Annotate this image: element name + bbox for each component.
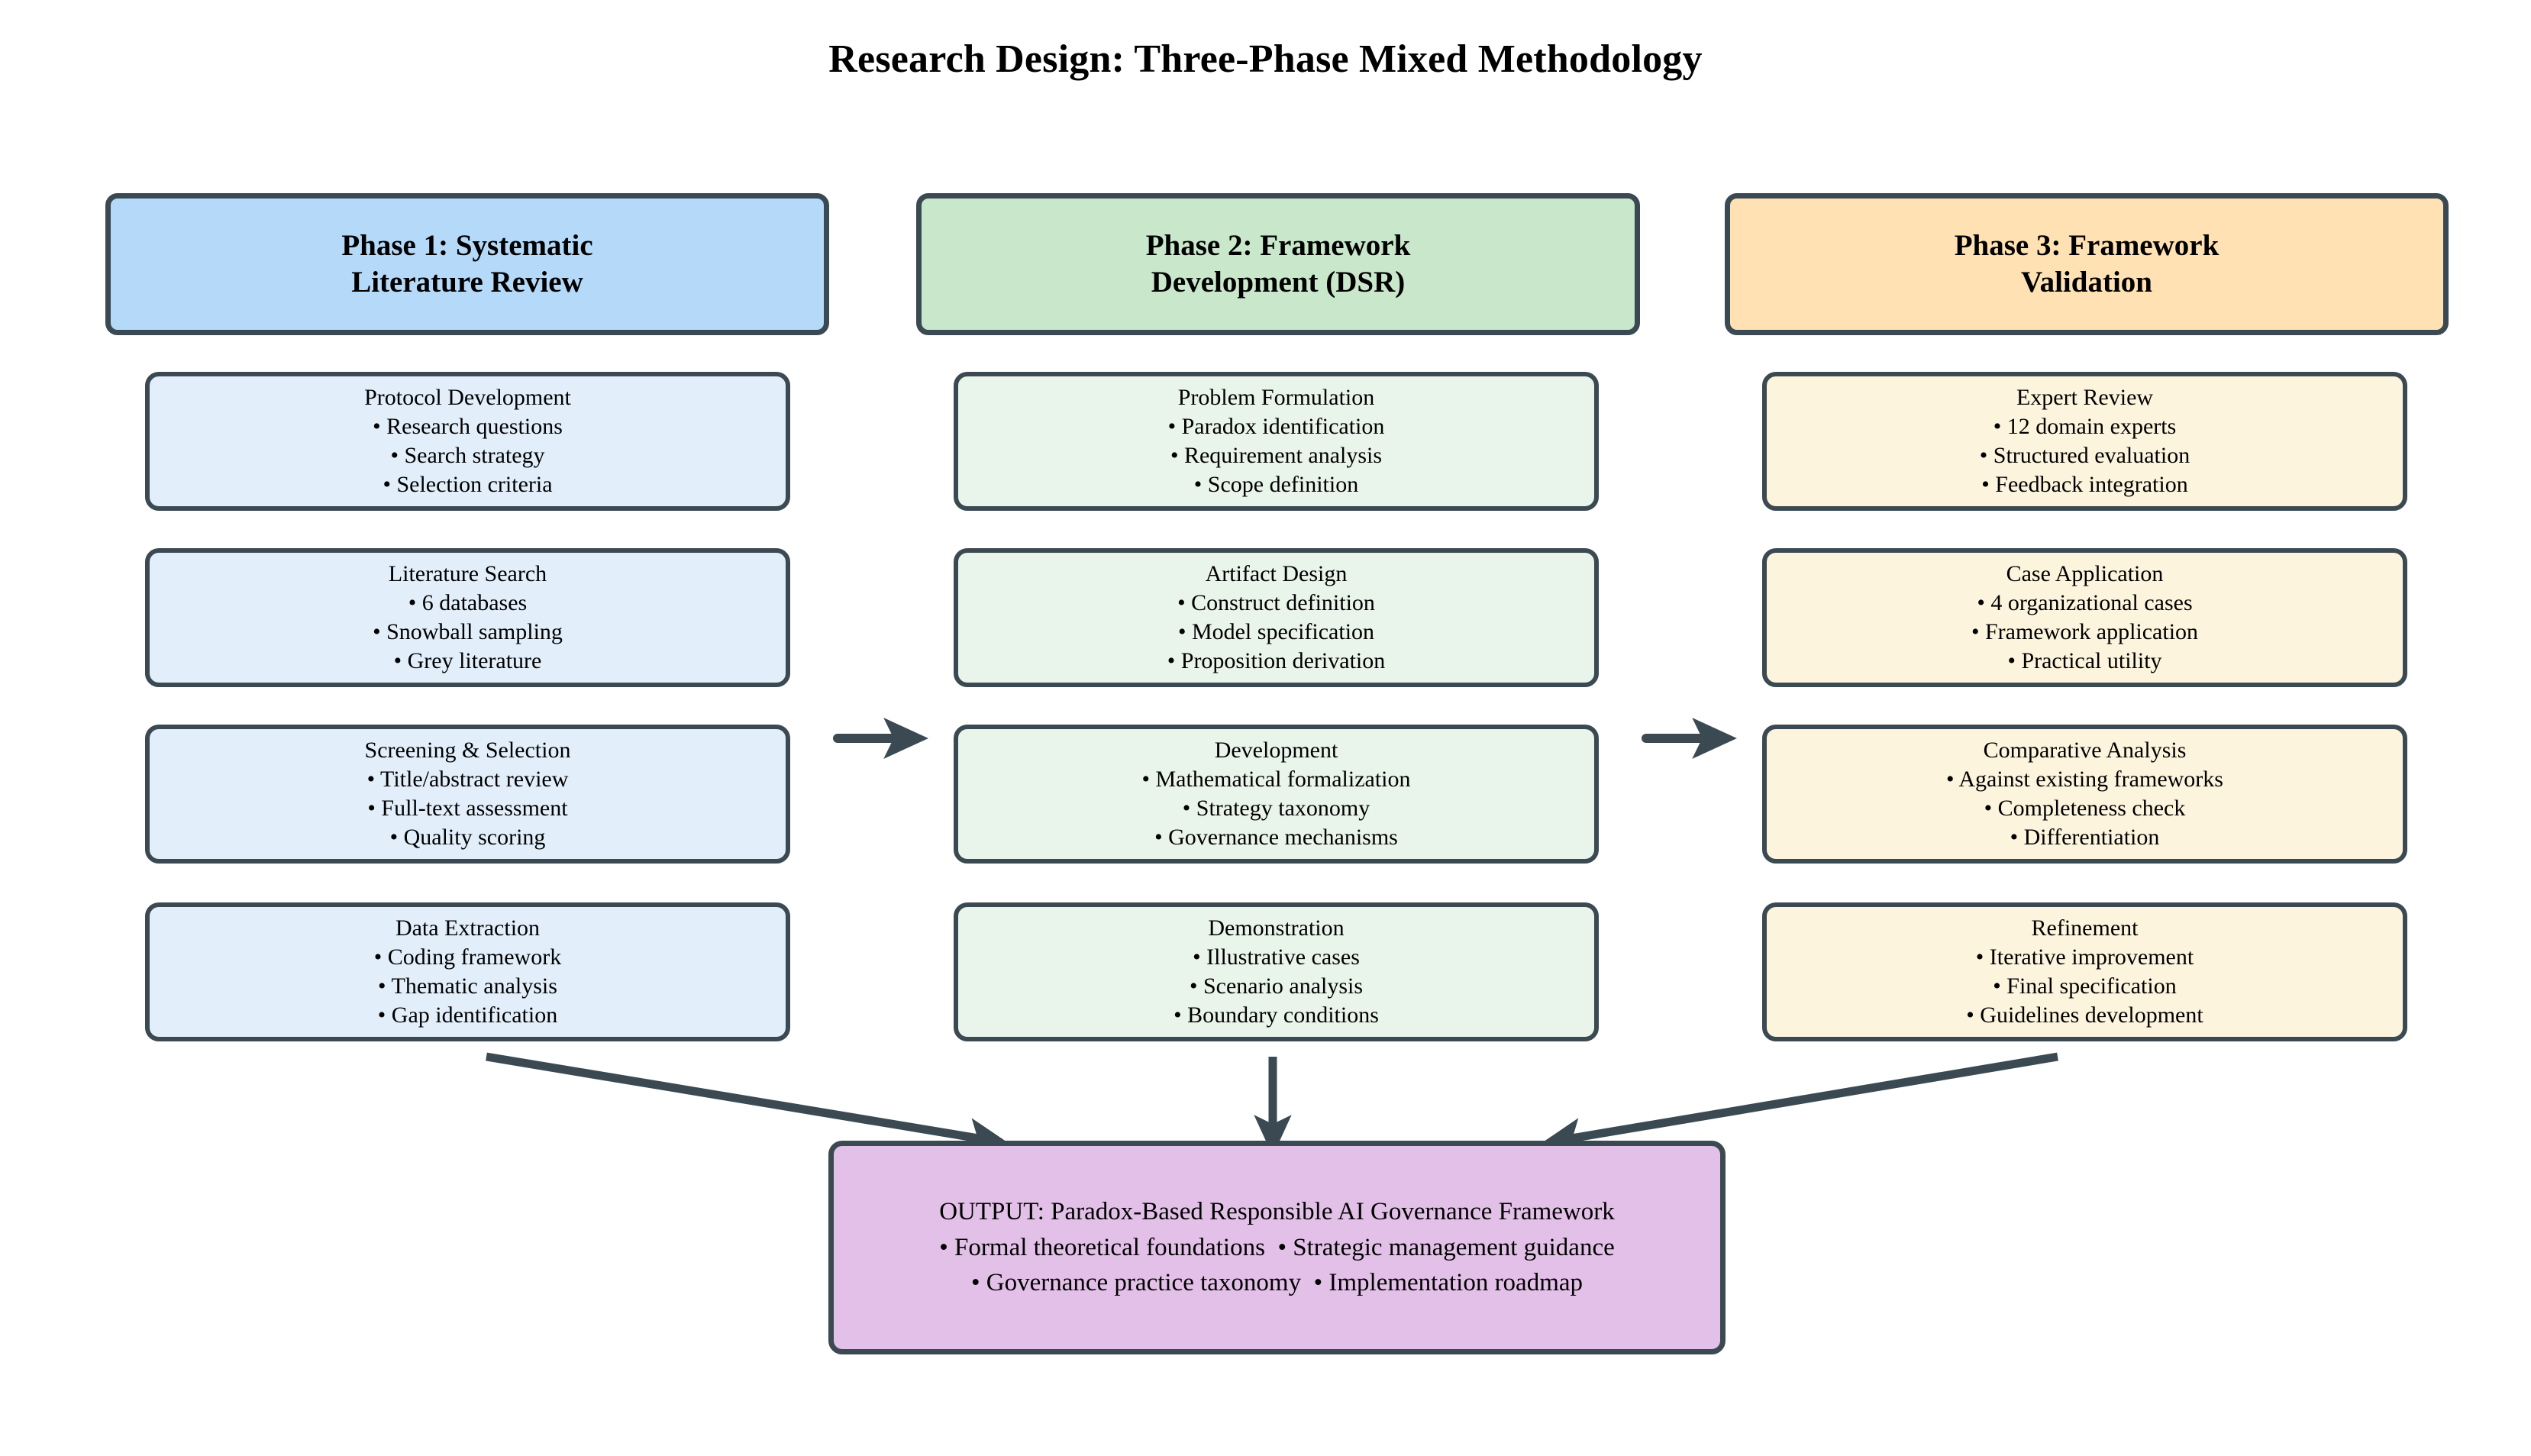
- stage-bullet: • Strategy taxonomy: [1182, 796, 1370, 821]
- stage-title: Data Extraction: [395, 915, 541, 941]
- stage-bullet: • Completeness check: [1984, 796, 2186, 821]
- stage-bullet: • Model specification: [1177, 619, 1375, 644]
- stage-title: Case Application: [2006, 561, 2164, 587]
- phase-header-2-line1: Phase 2: Framework: [1145, 229, 1411, 263]
- output-line-2: • Formal theoretical foundations • Strat…: [939, 1233, 1615, 1261]
- stage-bullet: • 6 databases: [408, 590, 528, 616]
- stage-bullet: • Grey literature: [393, 647, 542, 673]
- stage-title: Comparative Analysis: [1983, 738, 2187, 764]
- phase3-to-output-arrow: [1541, 1052, 2058, 1156]
- stage-bullet: • 12 domain experts: [1993, 414, 2177, 440]
- stage-bullet: • Boundary conditions: [1173, 1002, 1379, 1028]
- stage-bullet: • Feedback integration: [1981, 471, 2188, 497]
- stage-bullet: • Framework application: [1971, 619, 2199, 644]
- stage-box-development[interactable]: Development • Mathematical formalization…: [954, 725, 1599, 864]
- stage-title: Development: [1214, 738, 1338, 764]
- stage-bullet: • Quality scoring: [389, 824, 546, 850]
- stage-bullet: • Guidelines development: [1966, 1002, 2203, 1028]
- stage-title: Demonstration: [1208, 915, 1345, 941]
- stage-box-protocol-development[interactable]: Protocol Development • Research question…: [145, 372, 790, 511]
- stage-bullet: • Structured evaluation: [1979, 443, 2190, 468]
- stage-bullet: • Title/abstract review: [366, 767, 569, 793]
- phase-header-2[interactable]: Phase 2: Framework Development (DSR): [916, 193, 1640, 335]
- stage-title: Screening & Selection: [364, 738, 571, 764]
- stage-bullet: • Construct definition: [1177, 590, 1375, 616]
- stage-bullet: • Mathematical formalization: [1141, 767, 1411, 793]
- stage-box-comparative-analysis[interactable]: Comparative Analysis • Against existing …: [1762, 725, 2407, 864]
- stage-title: Artifact Design: [1205, 561, 1348, 587]
- stage-title: Protocol Development: [364, 385, 571, 411]
- stage-title: Literature Search: [388, 561, 547, 587]
- stage-box-demonstration[interactable]: Demonstration • Illustrative cases • Sce…: [954, 902, 1599, 1041]
- stage-box-data-extraction[interactable]: Data Extraction • Coding framework • The…: [145, 902, 790, 1041]
- phase-header-1-line2: Literature Review: [351, 266, 583, 299]
- stage-box-refinement[interactable]: Refinement • Iterative improvement • Fin…: [1762, 902, 2407, 1041]
- stage-bullet: • Full-text assessment: [367, 796, 568, 821]
- stage-title: Problem Formulation: [1177, 385, 1375, 411]
- stage-bullet: • Proposition derivation: [1167, 647, 1386, 673]
- stage-bullet: • Illustrative cases: [1193, 944, 1360, 970]
- stage-box-case-application[interactable]: Case Application • 4 organizational case…: [1762, 548, 2407, 687]
- stage-box-screening-selection[interactable]: Screening & Selection • Title/abstract r…: [145, 725, 790, 864]
- stage-bullet: • Iterative improvement: [1975, 944, 2194, 970]
- phase-header-3-line2: Validation: [2021, 266, 2152, 299]
- phase-header-3[interactable]: Phase 3: Framework Validation: [1725, 193, 2449, 335]
- phase-header-2-line2: Development (DSR): [1151, 266, 1406, 299]
- stage-bullet: • Against existing frameworks: [1946, 767, 2223, 793]
- stage-box-literature-search[interactable]: Literature Search • 6 databases • Snowba…: [145, 548, 790, 687]
- stage-box-problem-formulation[interactable]: Problem Formulation • Paradox identifica…: [954, 372, 1599, 511]
- stage-bullet: • Differentiation: [2010, 824, 2160, 850]
- phase-header-3-line1: Phase 3: Framework: [1954, 229, 2219, 263]
- stage-bullet: • Scenario analysis: [1189, 973, 1364, 999]
- stage-bullet: • Requirement analysis: [1170, 443, 1383, 468]
- output-box[interactable]: OUTPUT: Paradox-Based Responsible AI Gov…: [828, 1141, 1726, 1354]
- page-title: Research Design: Three-Phase Mixed Metho…: [828, 37, 1703, 81]
- phase-header-1-line1: Phase 1: Systematic: [341, 229, 593, 263]
- stage-bullet: • Thematic analysis: [378, 973, 557, 999]
- stage-bullet: • Gap identification: [377, 1002, 558, 1028]
- stage-title: Refinement: [2031, 915, 2139, 941]
- stage-bullet: • 4 organizational cases: [1977, 590, 2193, 616]
- stage-bullet: • Paradox identification: [1167, 414, 1385, 440]
- phase-header-1[interactable]: Phase 1: Systematic Literature Review: [105, 193, 829, 335]
- stage-bullet: • Final specification: [1993, 973, 2177, 999]
- stage-bullet: • Snowball sampling: [373, 619, 563, 644]
- output-line-3: • Governance practice taxonomy • Impleme…: [970, 1269, 1583, 1297]
- stage-box-artifact-design[interactable]: Artifact Design • Construct definition •…: [954, 548, 1599, 687]
- stage-bullet: • Governance mechanisms: [1154, 824, 1398, 850]
- stage-bullet: • Selection criteria: [383, 471, 553, 497]
- stage-bullet: • Search strategy: [390, 443, 545, 468]
- stage-title: Expert Review: [2016, 385, 2154, 411]
- stage-bullet: • Scope definition: [1193, 471, 1359, 497]
- stage-bullet: • Practical utility: [2007, 647, 2162, 673]
- stage-box-expert-review[interactable]: Expert Review • 12 domain experts • Stru…: [1762, 372, 2407, 511]
- stage-bullet: • Coding framework: [373, 944, 562, 970]
- stage-bullet: • Research questions: [373, 414, 563, 440]
- output-line-1: OUTPUT: Paradox-Based Responsible AI Gov…: [939, 1197, 1615, 1225]
- phase1-to-output-arrow: [486, 1052, 1009, 1156]
